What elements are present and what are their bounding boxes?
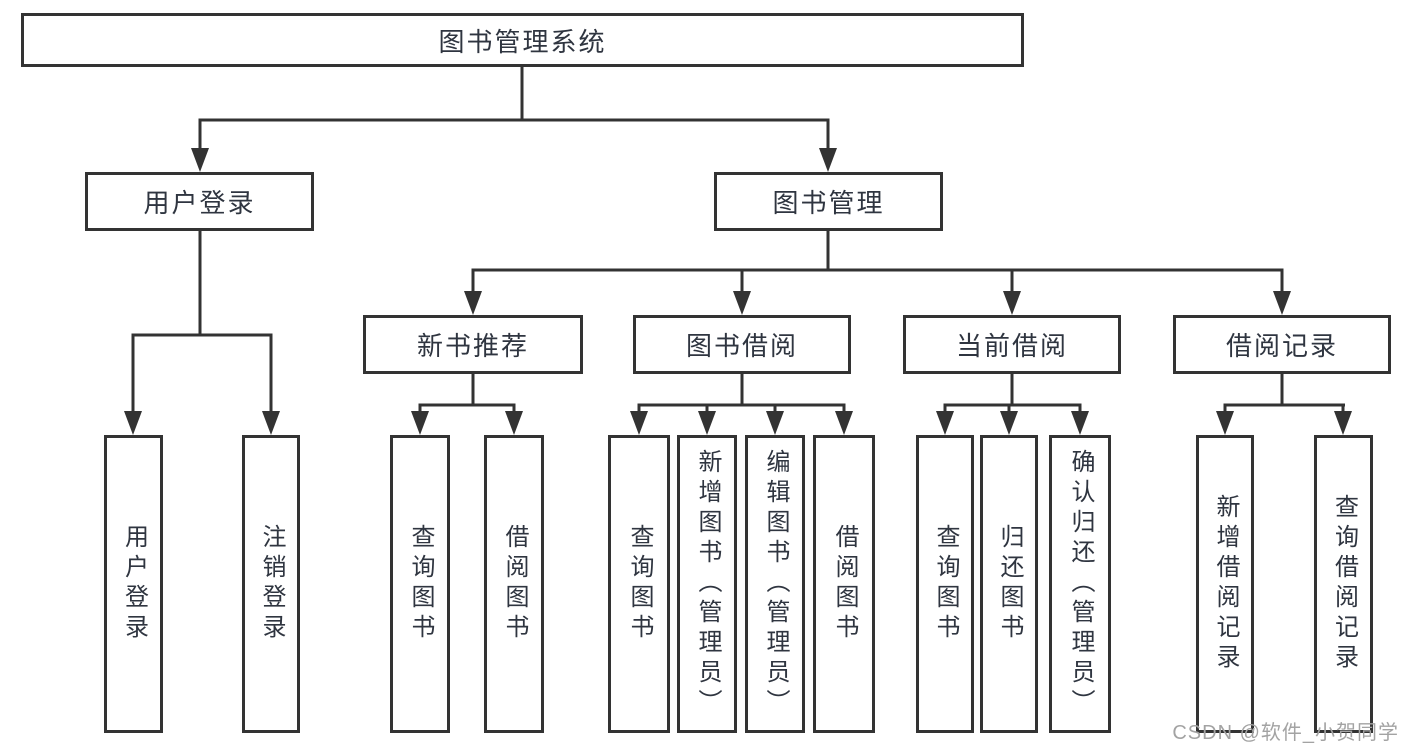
leaf-return-book: 归还图书 [980, 435, 1038, 733]
leaf-query-books-borrow: 查询图书 [608, 435, 670, 733]
connector-user-login-to-leaves [124, 231, 280, 435]
node-user-login: 用户登录 [85, 172, 314, 231]
node-new-book-recommend: 新书推荐 [363, 315, 583, 374]
leaf-confirm-return-admin: 确认归还（管理员） [1049, 435, 1111, 733]
leaf-query-borrow-record: 查询借阅记录 [1314, 435, 1373, 733]
connector-new-book-recommend-to-leaves [411, 374, 523, 435]
connector-root-to-level2 [191, 65, 837, 172]
node-book-management: 图书管理 [714, 172, 943, 231]
leaf-borrow-books: 借阅图书 [813, 435, 875, 733]
leaf-add-borrow-record: 新增借阅记录 [1196, 435, 1254, 733]
node-book-borrow: 图书借阅 [633, 315, 851, 374]
node-borrow-records: 借阅记录 [1173, 315, 1391, 374]
node-current-borrow: 当前借阅 [903, 315, 1121, 374]
leaf-query-books-current: 查询图书 [916, 435, 974, 733]
leaf-query-books-recommend: 查询图书 [390, 435, 450, 733]
connector-current-borrow-to-leaves [936, 374, 1089, 435]
connector-borrow-records-to-leaves [1216, 374, 1352, 435]
leaf-logout: 注销登录 [242, 435, 300, 733]
node-root-library-system: 图书管理系统 [21, 13, 1024, 67]
connector-book-management-to-level3 [464, 231, 1291, 315]
leaf-borrow-books-recommend: 借阅图书 [484, 435, 544, 733]
leaf-user-login: 用户登录 [104, 435, 163, 733]
csdn-watermark: CSDN @软件_小贺同学 [1172, 722, 1399, 744]
leaf-edit-book-admin: 编辑图书（管理员） [745, 435, 805, 733]
connector-book-borrow-to-leaves [630, 374, 853, 435]
leaf-add-book-admin: 新增图书（管理员） [677, 435, 737, 733]
